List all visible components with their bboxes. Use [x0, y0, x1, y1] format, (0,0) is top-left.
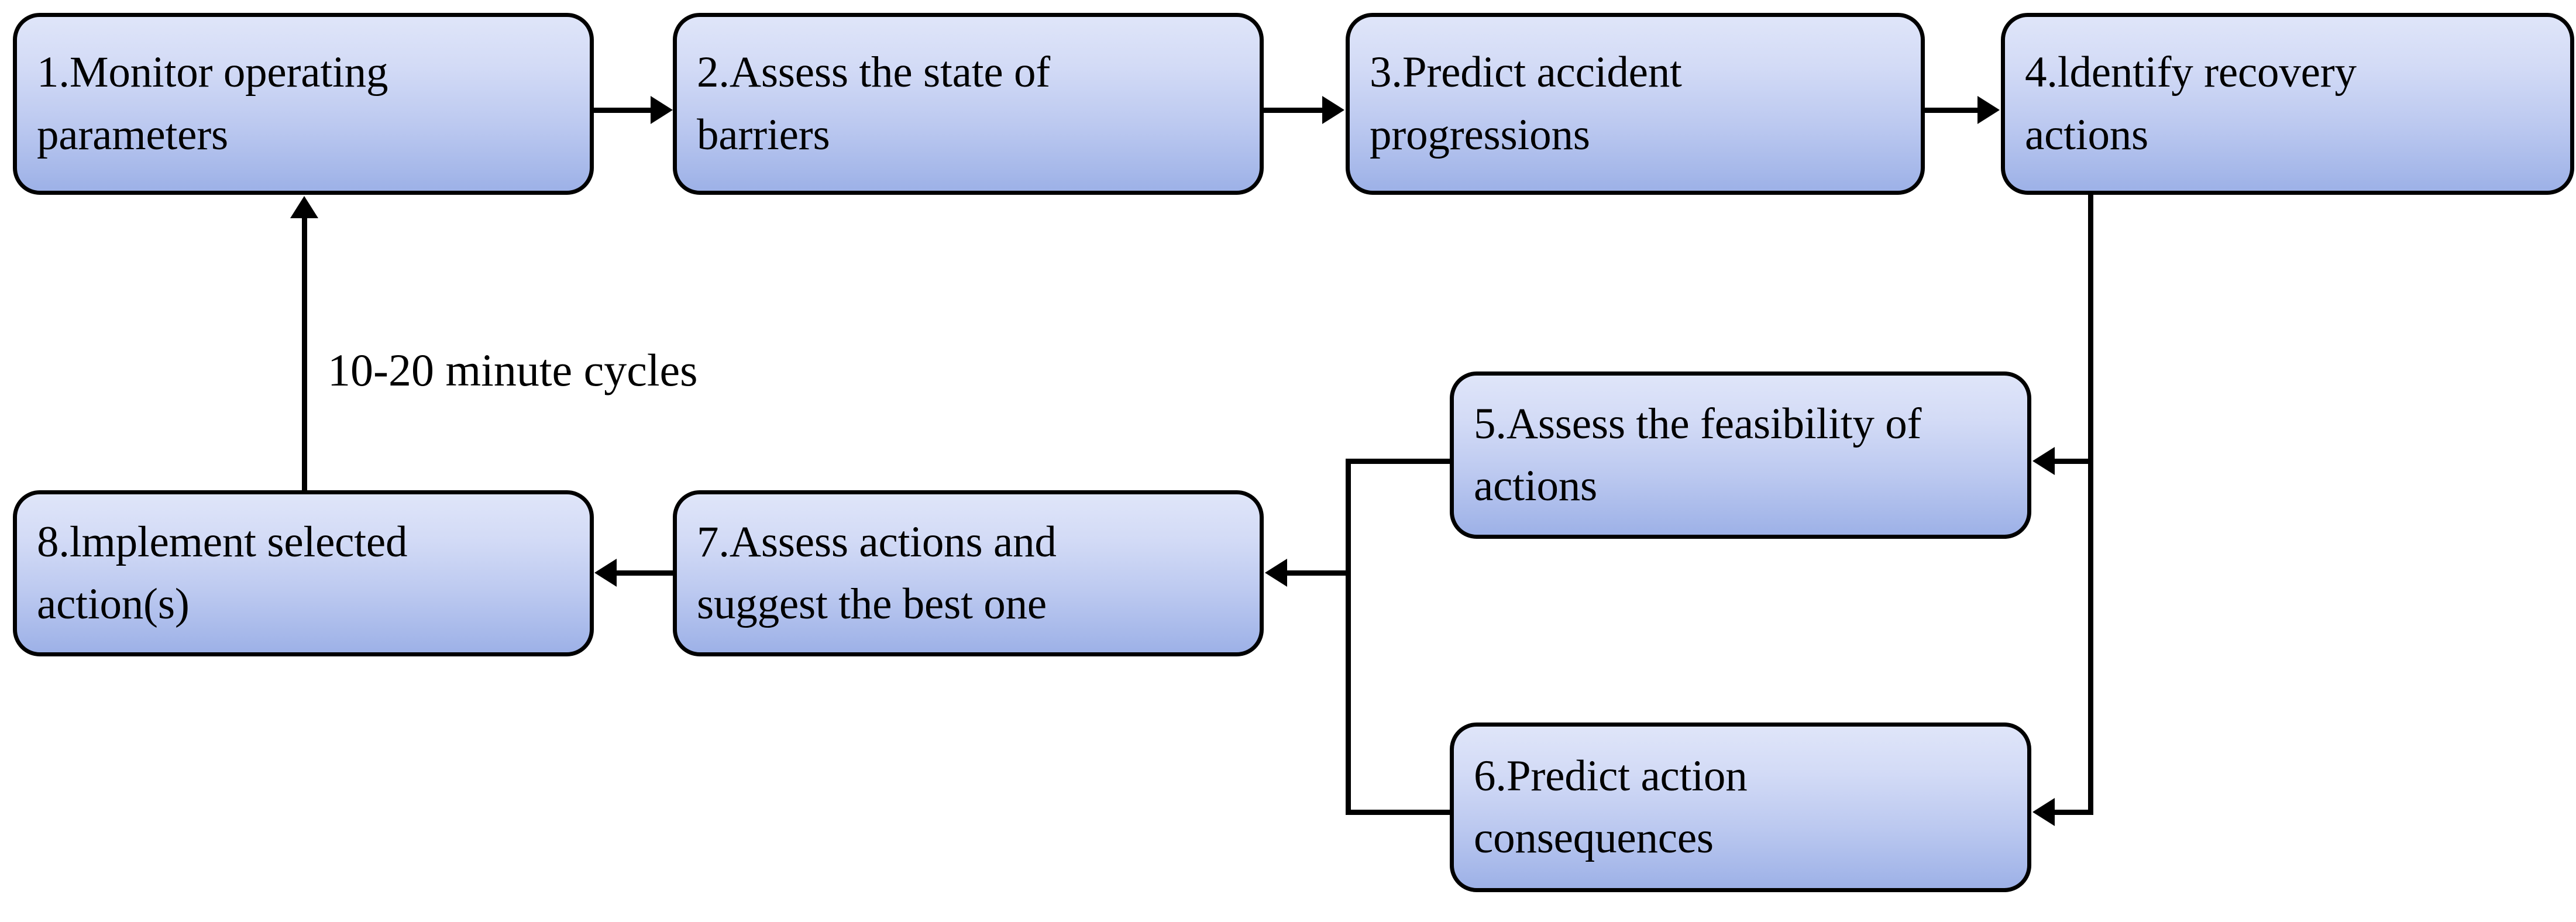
node-step-7[interactable]: 7.Assess actions and suggest the best on…: [673, 490, 1264, 656]
node-step-2-label: 2.Assess the state of barriers: [697, 48, 1051, 159]
node-step-7-label: 7.Assess actions and suggest the best on…: [697, 517, 1057, 629]
edge-4-to-5-line: [2054, 459, 2093, 464]
node-step-6[interactable]: 6.Predict action consequences: [1450, 723, 2031, 892]
edge-1-to-2-line: [594, 108, 652, 113]
node-step-1[interactable]: 1.Monitor operating parameters: [13, 13, 594, 195]
edge-7-to-8-arrowhead: [594, 559, 617, 587]
edge-2-to-3-line: [1264, 108, 1324, 113]
edge-4-to-6-arrowhead: [2032, 798, 2055, 826]
edge-6-out-stub: [1346, 810, 1451, 815]
edge-4-to-5-arrowhead: [2032, 447, 2055, 475]
edge-5-6-merge-trunk: [1346, 459, 1351, 815]
node-step-1-label: 1.Monitor operating parameters: [37, 48, 388, 159]
edge-7-to-8-line: [615, 570, 674, 576]
node-step-8-label: 8.lmplement selected action(s): [37, 517, 408, 629]
node-step-3[interactable]: 3.Predict accident progressions: [1346, 13, 1925, 195]
edge-5-out-stub: [1346, 459, 1451, 464]
edge-2-to-3-arrowhead: [1322, 96, 1344, 124]
edge-merge-to-7-line: [1285, 570, 1350, 576]
edge-1-to-2-arrowhead: [651, 96, 673, 124]
cycle-time-annotation: 10-20 minute cycles: [328, 345, 698, 395]
node-step-2[interactable]: 2.Assess the state of barriers: [673, 13, 1264, 195]
node-step-4-label: 4.ldentify recovery actions: [2025, 48, 2357, 159]
edge-merge-to-7-arrowhead: [1265, 559, 1287, 587]
edge-8-to-1-line: [302, 218, 307, 493]
edge-4-down-trunk: [2088, 195, 2093, 815]
edge-8-to-1-arrowhead: [290, 196, 318, 218]
node-step-5[interactable]: 5.Assess the feasibility of actions: [1450, 371, 2031, 539]
node-step-6-label: 6.Predict action consequences: [1474, 751, 1748, 863]
node-step-5-label: 5.Assess the feasibility of actions: [1474, 399, 1922, 511]
edge-3-to-4-arrowhead: [1977, 96, 2000, 124]
node-step-4[interactable]: 4.ldentify recovery actions: [2001, 13, 2574, 195]
edge-4-to-6-line: [2054, 810, 2093, 815]
node-step-8[interactable]: 8.lmplement selected action(s): [13, 490, 594, 656]
node-step-3-label: 3.Predict accident progressions: [1370, 48, 1682, 159]
edge-3-to-4-line: [1925, 108, 1979, 113]
